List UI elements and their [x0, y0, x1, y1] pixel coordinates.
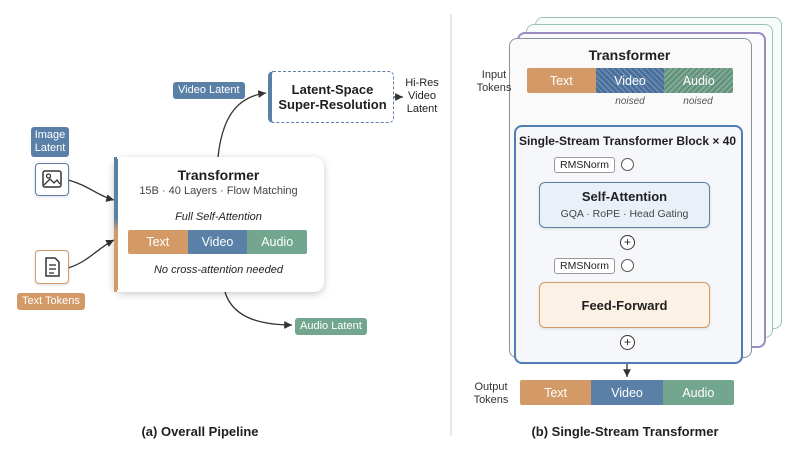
arrow-text-to-transformer	[67, 239, 115, 269]
output-text-segment: Text	[520, 380, 592, 405]
input-audio-segment: Audio	[664, 68, 733, 93]
pipeline-transformer-subtitle: 15B · 40 Layers · Flow Matching	[139, 185, 298, 197]
hires-video-latent-label: Hi-Res Video Latent	[405, 77, 439, 115]
output-video-segment: Video	[591, 380, 663, 405]
arrow-transformer-to-sr	[217, 90, 267, 158]
self-attention-box: Self-Attention GQA · RoPE · Head Gating	[539, 182, 710, 228]
full-self-attention-label: Full Self-Attention	[175, 211, 262, 223]
audio-noised-label: noised	[683, 96, 713, 107]
pipeline-text-segment: Text	[128, 230, 188, 254]
block-title: Single-Stream Transformer Block × 40	[518, 134, 737, 148]
self-attention-subtitle: GQA · RoPE · Head Gating	[560, 208, 689, 220]
super-resolution-label: Latent-Space Super-Resolution	[278, 82, 387, 112]
pipeline-audio-segment: Audio	[247, 230, 307, 254]
input-tokens-label: Input Tokens	[476, 69, 512, 94]
arrow-transformer-to-audio	[224, 291, 293, 329]
audio-latent-label: Audio Latent	[295, 318, 367, 335]
output-tokens-label: Output Tokens	[473, 381, 509, 406]
video-latent-label: Video Latent	[173, 82, 245, 99]
no-cross-attention-note: No cross-attention needed	[153, 264, 284, 276]
image-icon	[35, 163, 69, 196]
self-attention-title: Self-Attention	[581, 189, 668, 204]
document-icon	[35, 250, 69, 284]
feed-forward-box: Feed-Forward	[539, 282, 710, 328]
pipeline-transformer-title: Transformer	[177, 167, 260, 183]
text-tokens-label: Text Tokens	[17, 293, 85, 310]
pipeline-token-bar: Text Video Audio	[128, 230, 307, 254]
input-video-segment: Video	[595, 68, 665, 93]
pipeline-card-accent	[114, 159, 118, 290]
arrow-image-to-transformer	[67, 179, 115, 202]
input-text-segment: Text	[527, 68, 596, 93]
output-audio-segment: Audio	[662, 380, 734, 405]
video-noised-label: noised	[615, 96, 645, 107]
input-token-bar: Text Video Audio	[527, 68, 733, 93]
image-latent-label: Image Latent	[31, 127, 69, 157]
pipeline-caption: (a) Overall Pipeline	[141, 424, 259, 439]
right-transformer-title: Transformer	[588, 47, 671, 63]
feed-forward-title: Feed-Forward	[581, 297, 668, 313]
rmsnorm-label-1: RMSNorm	[554, 157, 615, 173]
single-stream-caption: (b) Single-Stream Transformer	[531, 424, 719, 439]
pipeline-transformer-inner: Transformer 15B · 40 Layers · Flow Match…	[117, 157, 320, 292]
norm-junction-2	[621, 259, 634, 272]
super-resolution-box: Latent-Space Super-Resolution	[268, 71, 394, 123]
residual-add-2: +	[620, 335, 635, 350]
residual-add-1: +	[620, 235, 635, 250]
norm-junction-1	[621, 158, 634, 171]
pipeline-video-segment: Video	[187, 230, 248, 254]
rmsnorm-label-2: RMSNorm	[554, 258, 615, 274]
output-token-bar: Text Video Audio	[520, 380, 734, 405]
